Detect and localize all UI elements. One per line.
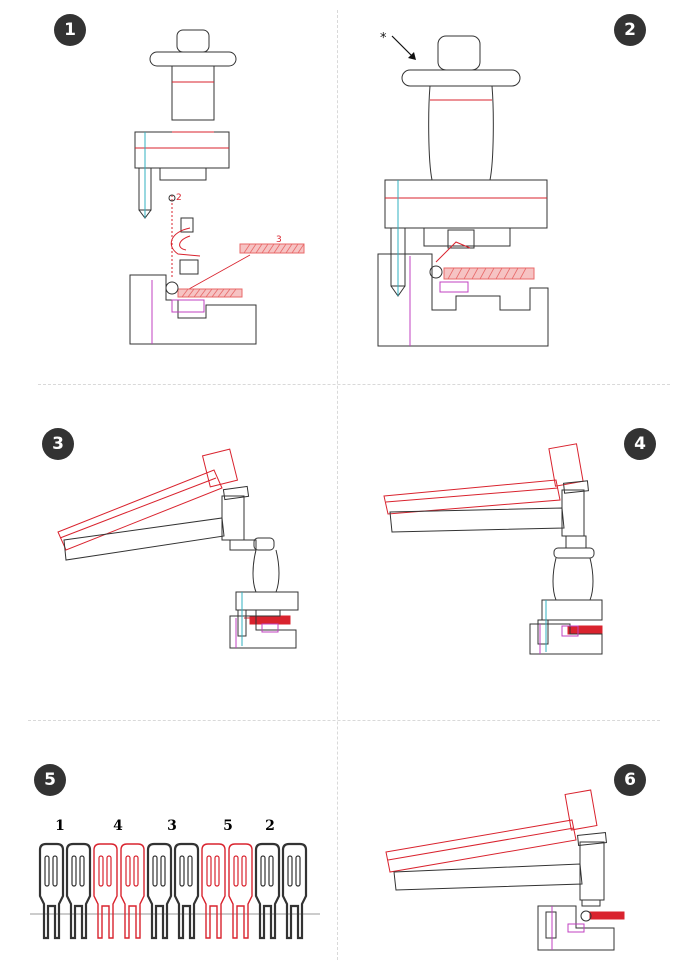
pointer-star: * <box>380 31 387 46</box>
horizontal-divider-top <box>38 384 670 385</box>
clip-shape <box>93 843 118 939</box>
vertical-divider <box>337 10 338 960</box>
order-label-5: 2 <box>265 818 275 834</box>
clip-shape <box>120 843 145 939</box>
clip-shape <box>201 843 226 939</box>
panel-step-3 <box>57 448 299 649</box>
clip-shape <box>281 842 308 940</box>
panel-step-2: * <box>377 31 549 347</box>
clip-shape <box>146 842 173 940</box>
horizontal-divider-bottom <box>28 720 660 721</box>
order-label-1: 1 <box>55 818 65 834</box>
step-badge-5: 5 <box>34 764 66 796</box>
clip-shape <box>254 842 281 940</box>
clip-shape <box>65 842 92 940</box>
clip-shape <box>173 842 200 940</box>
callout-label-3: 3 <box>276 235 282 245</box>
step-badge-4: 4 <box>624 428 656 460</box>
order-label-4: 5 <box>223 818 233 834</box>
step-badge-6: 6 <box>614 764 646 796</box>
step-badge-1: 1 <box>54 14 86 46</box>
clip-shape <box>228 843 253 939</box>
callout-label-2: 2 <box>176 193 182 203</box>
panel-step-5: 1 4 3 5 2 <box>30 818 320 940</box>
panel-step-1: 2 3 <box>129 29 305 345</box>
panel-step-6 <box>385 789 625 951</box>
step-badge-2: 2 <box>614 14 646 46</box>
clip-shape <box>38 842 65 940</box>
step-badge-3: 3 <box>42 428 74 460</box>
panel-step-4 <box>383 443 603 655</box>
order-label-2: 4 <box>113 818 123 834</box>
order-label-3: 3 <box>167 818 177 834</box>
